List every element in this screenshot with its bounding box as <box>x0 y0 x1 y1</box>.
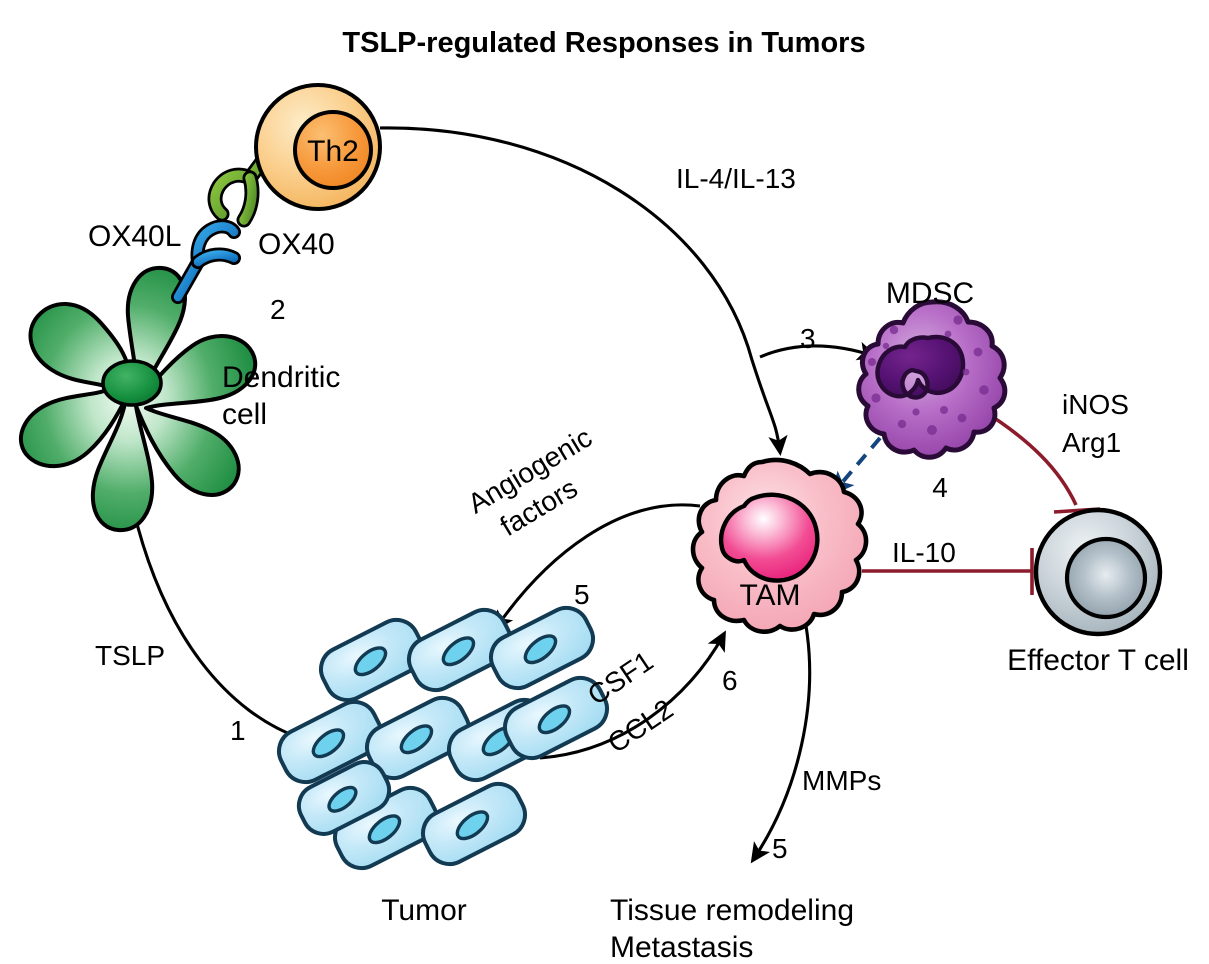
tumor-cell <box>318 617 426 703</box>
effector-t-cell-nucleus <box>1064 536 1148 620</box>
effector-t-cell-label: Effector T cell <box>1007 644 1189 677</box>
step-number-th2-to-mdsc: 3 <box>800 323 816 354</box>
edge-tam-inhibits-effector-t <box>862 548 1034 595</box>
mdsc-cell[interactable] <box>856 299 1008 460</box>
tumor-cell <box>406 607 514 693</box>
step-number-tam-to-remodeling: 5 <box>772 833 788 864</box>
ox40l-receptor[interactable] <box>171 219 241 304</box>
edge-tumor-to-tam <box>539 630 726 760</box>
mediator-il4-il13-label: IL-4/IL-13 <box>676 163 796 194</box>
step-number-tam-to-tumor: 5 <box>574 579 590 610</box>
svg-text:CSF1: CSF1 <box>582 645 659 711</box>
dendritic-cell-nucleus <box>101 359 163 407</box>
ox40-label: OX40 <box>258 228 335 261</box>
tumor-cell <box>276 699 384 785</box>
mediator-arg1-label: Arg1 <box>1062 427 1121 458</box>
th2-cell-nucleus <box>293 110 373 190</box>
th2-cell[interactable]: Th2 <box>254 83 382 211</box>
step-number-tumor-to-tam: 6 <box>722 665 738 696</box>
edge-th2-to-tam <box>379 126 788 457</box>
mediator-tslp-label: TSLP <box>95 640 165 671</box>
effector-t-cell[interactable] <box>1033 507 1163 637</box>
mdsc-granules <box>868 315 989 435</box>
page-title: TSLP-regulated Responses in Tumors <box>342 27 865 59</box>
svg-text:CCL2: CCL2 <box>602 693 679 759</box>
th2-cell-label: Th2 <box>307 135 359 168</box>
tam-cell[interactable]: TAM <box>690 457 869 634</box>
mediator-mmps-label: MMPs <box>802 765 881 796</box>
tumor-cell <box>502 675 610 761</box>
tam-cell-label: TAM <box>739 579 800 612</box>
mediator-ccl2-label: CCL2 <box>602 693 679 759</box>
tumor-cluster[interactable] <box>271 600 614 875</box>
dendritic-cell-label-line1: Dendritic <box>222 361 340 394</box>
tumor-cell <box>420 781 528 867</box>
dendritic-cell-label-line2: cell <box>222 398 267 431</box>
edge-tam-to-tissue-remodeling <box>750 625 812 864</box>
mediator-il10-label: IL-10 <box>892 537 956 568</box>
mdsc-cell-label: MDSC <box>886 277 974 310</box>
edge-tam-to-tumor <box>493 503 701 632</box>
step-number-dc-to-th2: 2 <box>270 294 286 325</box>
edge-tumor-to-dendritic <box>122 485 301 740</box>
step-number-mdsc-to-tam: 4 <box>932 472 948 503</box>
edge-th2-to-mdsc <box>759 341 878 361</box>
edge-mdsc-to-tam <box>830 436 882 496</box>
mediator-csf1-label: CSF1 <box>582 645 659 711</box>
tumor-cell <box>488 605 596 691</box>
mediator-inos-label: iNOS <box>1062 389 1129 420</box>
ox40l-label: OX40L <box>88 220 181 253</box>
edge-mdsc-inhibits-effector-t <box>981 408 1101 514</box>
outcome-line1: Tissue remodeling <box>610 894 854 927</box>
step-number-tumor-to-dc: 1 <box>230 715 246 746</box>
dendritic-cell[interactable] <box>19 265 258 533</box>
tumor-cell <box>296 760 392 836</box>
tam-cell-nucleus <box>718 492 820 583</box>
outcome-line2: Metastasis <box>610 931 753 964</box>
tumor-cluster-label: Tumor <box>381 894 467 927</box>
